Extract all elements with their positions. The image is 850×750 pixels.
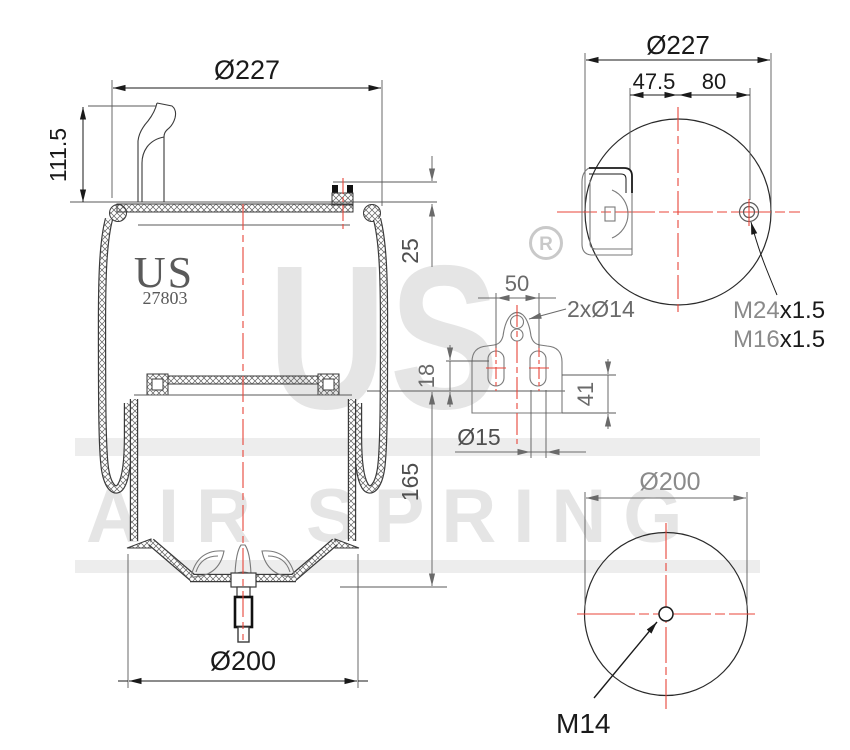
- dim-port-height-label: 25: [397, 238, 423, 264]
- dim-bottomview-diameter: Ø200: [586, 468, 746, 502]
- ext-lines-top-diameter: [111, 80, 383, 206]
- dim-piston-diameter: Ø200: [118, 646, 368, 685]
- bracket-centerlines: [486, 305, 549, 444]
- dim-body-height: 165: [397, 392, 436, 586]
- port-thread-inner-size: M16: [733, 326, 780, 353]
- ext-lines-topview-offsets: [629, 88, 751, 200]
- dim-top-diameter-label: Ø227: [214, 55, 280, 85]
- dim-bottom-offset: 41: [562, 359, 616, 429]
- bottom-view: Ø200 M14: [556, 468, 755, 739]
- piston-bottom: [126, 539, 360, 578]
- port-thread-outer-size: M24: [733, 297, 780, 324]
- dim-slot-length: 18: [414, 345, 489, 407]
- stud-hole: [658, 606, 674, 622]
- top-holes-callout: 2xØ14: [528, 296, 635, 322]
- dim-top-diameter: Ø227: [113, 55, 381, 92]
- dim-body-height-label: 165: [397, 463, 423, 501]
- dim-mount-height: 111.5: [45, 107, 87, 202]
- port-thread-outer-label: M24x1.5: [733, 297, 825, 324]
- dim-topview-diameter: Ø227: [586, 30, 770, 64]
- registered-trademark-letter: R: [539, 234, 553, 255]
- dim-slot-width: Ø15: [455, 390, 586, 458]
- bead-right: [363, 204, 381, 222]
- bead-left: [109, 204, 127, 222]
- dim-port-offset-label: 80: [702, 69, 726, 94]
- top-holes-label: 2xØ14: [567, 296, 635, 322]
- port-thread-inner-pitch: x1.5: [780, 326, 825, 353]
- bracket-detail-view: 50 2xØ14 18 41 Ø15: [414, 271, 635, 458]
- dim-hole-spacing-label: 50: [505, 271, 529, 296]
- dim-slot-width-label: Ø15: [457, 424, 500, 450]
- ext-lines-bottomview: [584, 492, 748, 610]
- port-thread-outer-pitch: x1.5: [780, 297, 825, 324]
- watermark-band-text: AIR SPRING: [86, 474, 699, 559]
- ext-lines-bottom-diameter: [127, 554, 359, 688]
- registered-trademark-icon: [529, 226, 563, 260]
- dim-piston-diameter-label: Ø200: [210, 646, 276, 676]
- dim-port-height: 25: [397, 156, 436, 267]
- main-side-view: Ø227 111.5 25 165 Ø200: [45, 55, 565, 688]
- dim-topview-offsets: 47.5 80: [630, 69, 750, 99]
- watermark-band-top: [75, 438, 760, 456]
- topview-air-port: [738, 199, 760, 226]
- ext-lines-topview-diameter: [584, 53, 772, 210]
- topview-bracket-clip: [581, 167, 633, 256]
- dim-hole-spacing: 50: [478, 271, 556, 348]
- port-thread-inner-label: M16x1.5: [733, 326, 825, 353]
- air-port-fitting: [331, 178, 354, 230]
- dim-slot-length-label: 18: [414, 364, 439, 388]
- dim-bottomview-diameter-label: Ø200: [639, 468, 700, 496]
- logo-part-number: 27803: [143, 288, 188, 308]
- top-view: Ø227 47.5 80: [557, 30, 825, 353]
- top-mount-bracket: [137, 102, 177, 202]
- dim-bracket-offset-label: 47.5: [633, 69, 676, 94]
- dim-mount-height-label: 111.5: [45, 128, 71, 182]
- top-plate: [116, 203, 354, 213]
- port-thread-leader: [750, 221, 778, 296]
- bracket-outline: [471, 311, 563, 414]
- dim-topview-diameter-label: Ø227: [646, 30, 710, 60]
- watermark-band-bottom: [75, 560, 760, 573]
- dim-bottom-offset-label: 41: [573, 382, 598, 406]
- stud-thread-leader: [593, 621, 658, 699]
- stud-thread-label: M14: [556, 708, 610, 739]
- logo-brand: US: [134, 248, 194, 297]
